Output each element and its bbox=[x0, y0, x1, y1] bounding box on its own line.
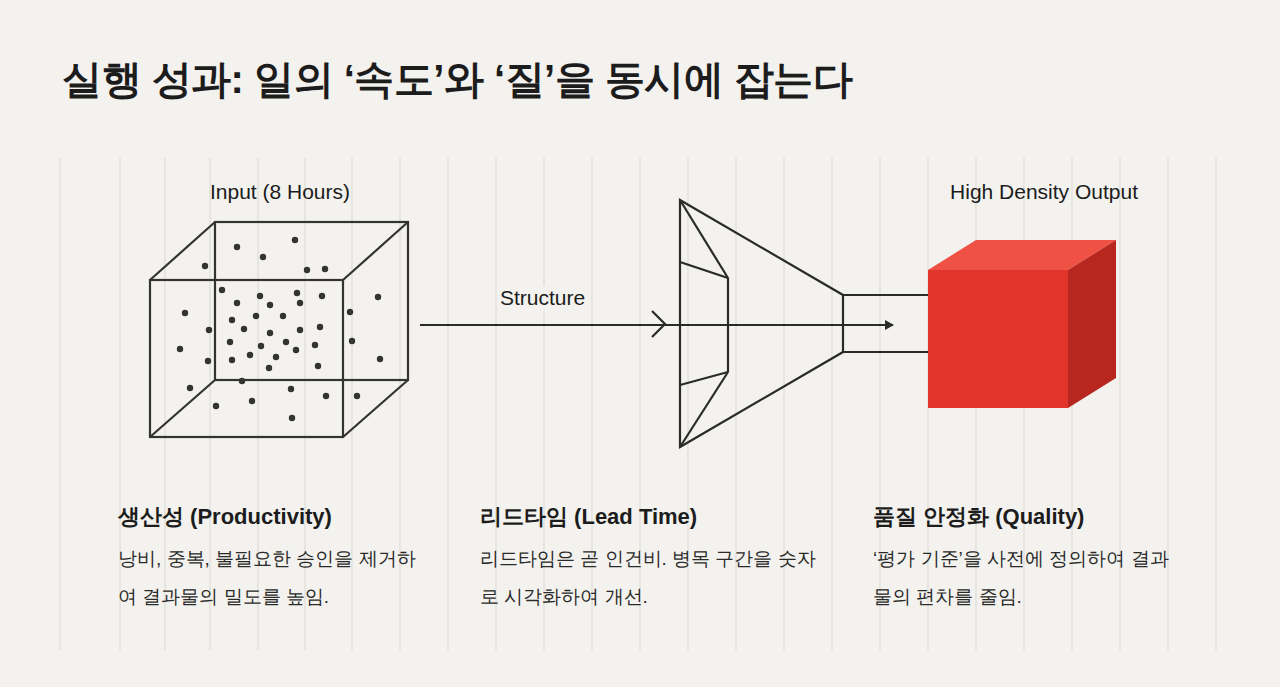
node-box: Input (8 Hours) bbox=[140, 180, 420, 445]
node-box: High Density Output bbox=[893, 180, 1138, 415]
column-heading: 생산성 (Productivity) bbox=[118, 502, 332, 532]
node-label: Input (8 Hours) bbox=[140, 180, 420, 204]
node-label: High Density Output bbox=[893, 180, 1138, 204]
input-cube bbox=[150, 222, 408, 437]
output-cube bbox=[928, 240, 1116, 408]
column-body: 리드타임은 곧 인건비. 병목 구간을 숫자로 시각화하여 개선. bbox=[480, 540, 820, 616]
column-heading: 리드타임 (Lead Time) bbox=[480, 502, 697, 532]
column-body: ‘평가 기준’을 사전에 정의하여 결과물의 편차를 줄임. bbox=[873, 540, 1173, 616]
edge-label: Structure bbox=[497, 286, 588, 310]
column-body: 낭비, 중복, 불필요한 승인을 제거하여 결과물의 밀도를 높임. bbox=[118, 540, 418, 616]
funnel bbox=[652, 200, 928, 447]
column-heading: 품질 안정화 (Quality) bbox=[873, 502, 1084, 532]
title: 실행 성과: 일의 ‘속도’와 ‘질’을 동시에 잡는다 bbox=[62, 52, 852, 107]
connector bbox=[420, 324, 893, 326]
